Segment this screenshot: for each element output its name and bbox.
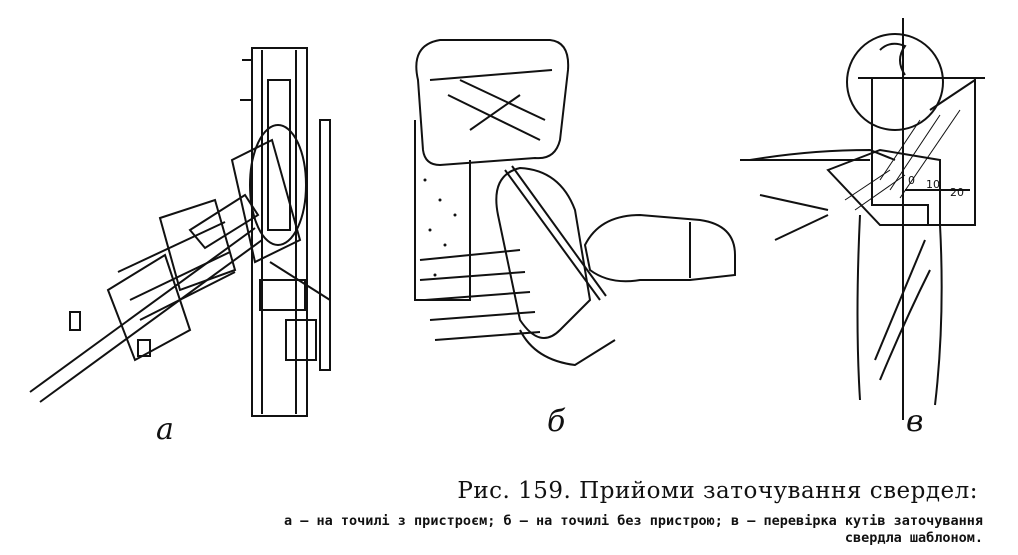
figure-area: 0 10 20 а б в (29, 18, 985, 447)
caption-line-2: свердла шаблоном. (844, 530, 983, 546)
panel-label-b: б (547, 404, 566, 439)
figure-caption-description: а — на точилі з пристроєм; б — на точилі… (25, 513, 983, 547)
panel-label-a: а (156, 412, 174, 447)
figure-caption-title: Рис. 159. Прийоми заточування свердел: (457, 478, 978, 504)
scale-label-20: 20 (950, 186, 964, 199)
drill-angle-template-icon: 0 10 20 (740, 18, 985, 420)
caption-line-1: а — на точилі з пристроєм; б — на точилі… (284, 513, 983, 529)
panel-label-c: в (906, 404, 924, 439)
grinder-with-fixture-icon (29, 47, 331, 417)
scale-label-10: 10 (926, 178, 940, 191)
hands-sharpening-drill-icon (414, 39, 736, 367)
scale-label-0: 0 (908, 174, 915, 187)
